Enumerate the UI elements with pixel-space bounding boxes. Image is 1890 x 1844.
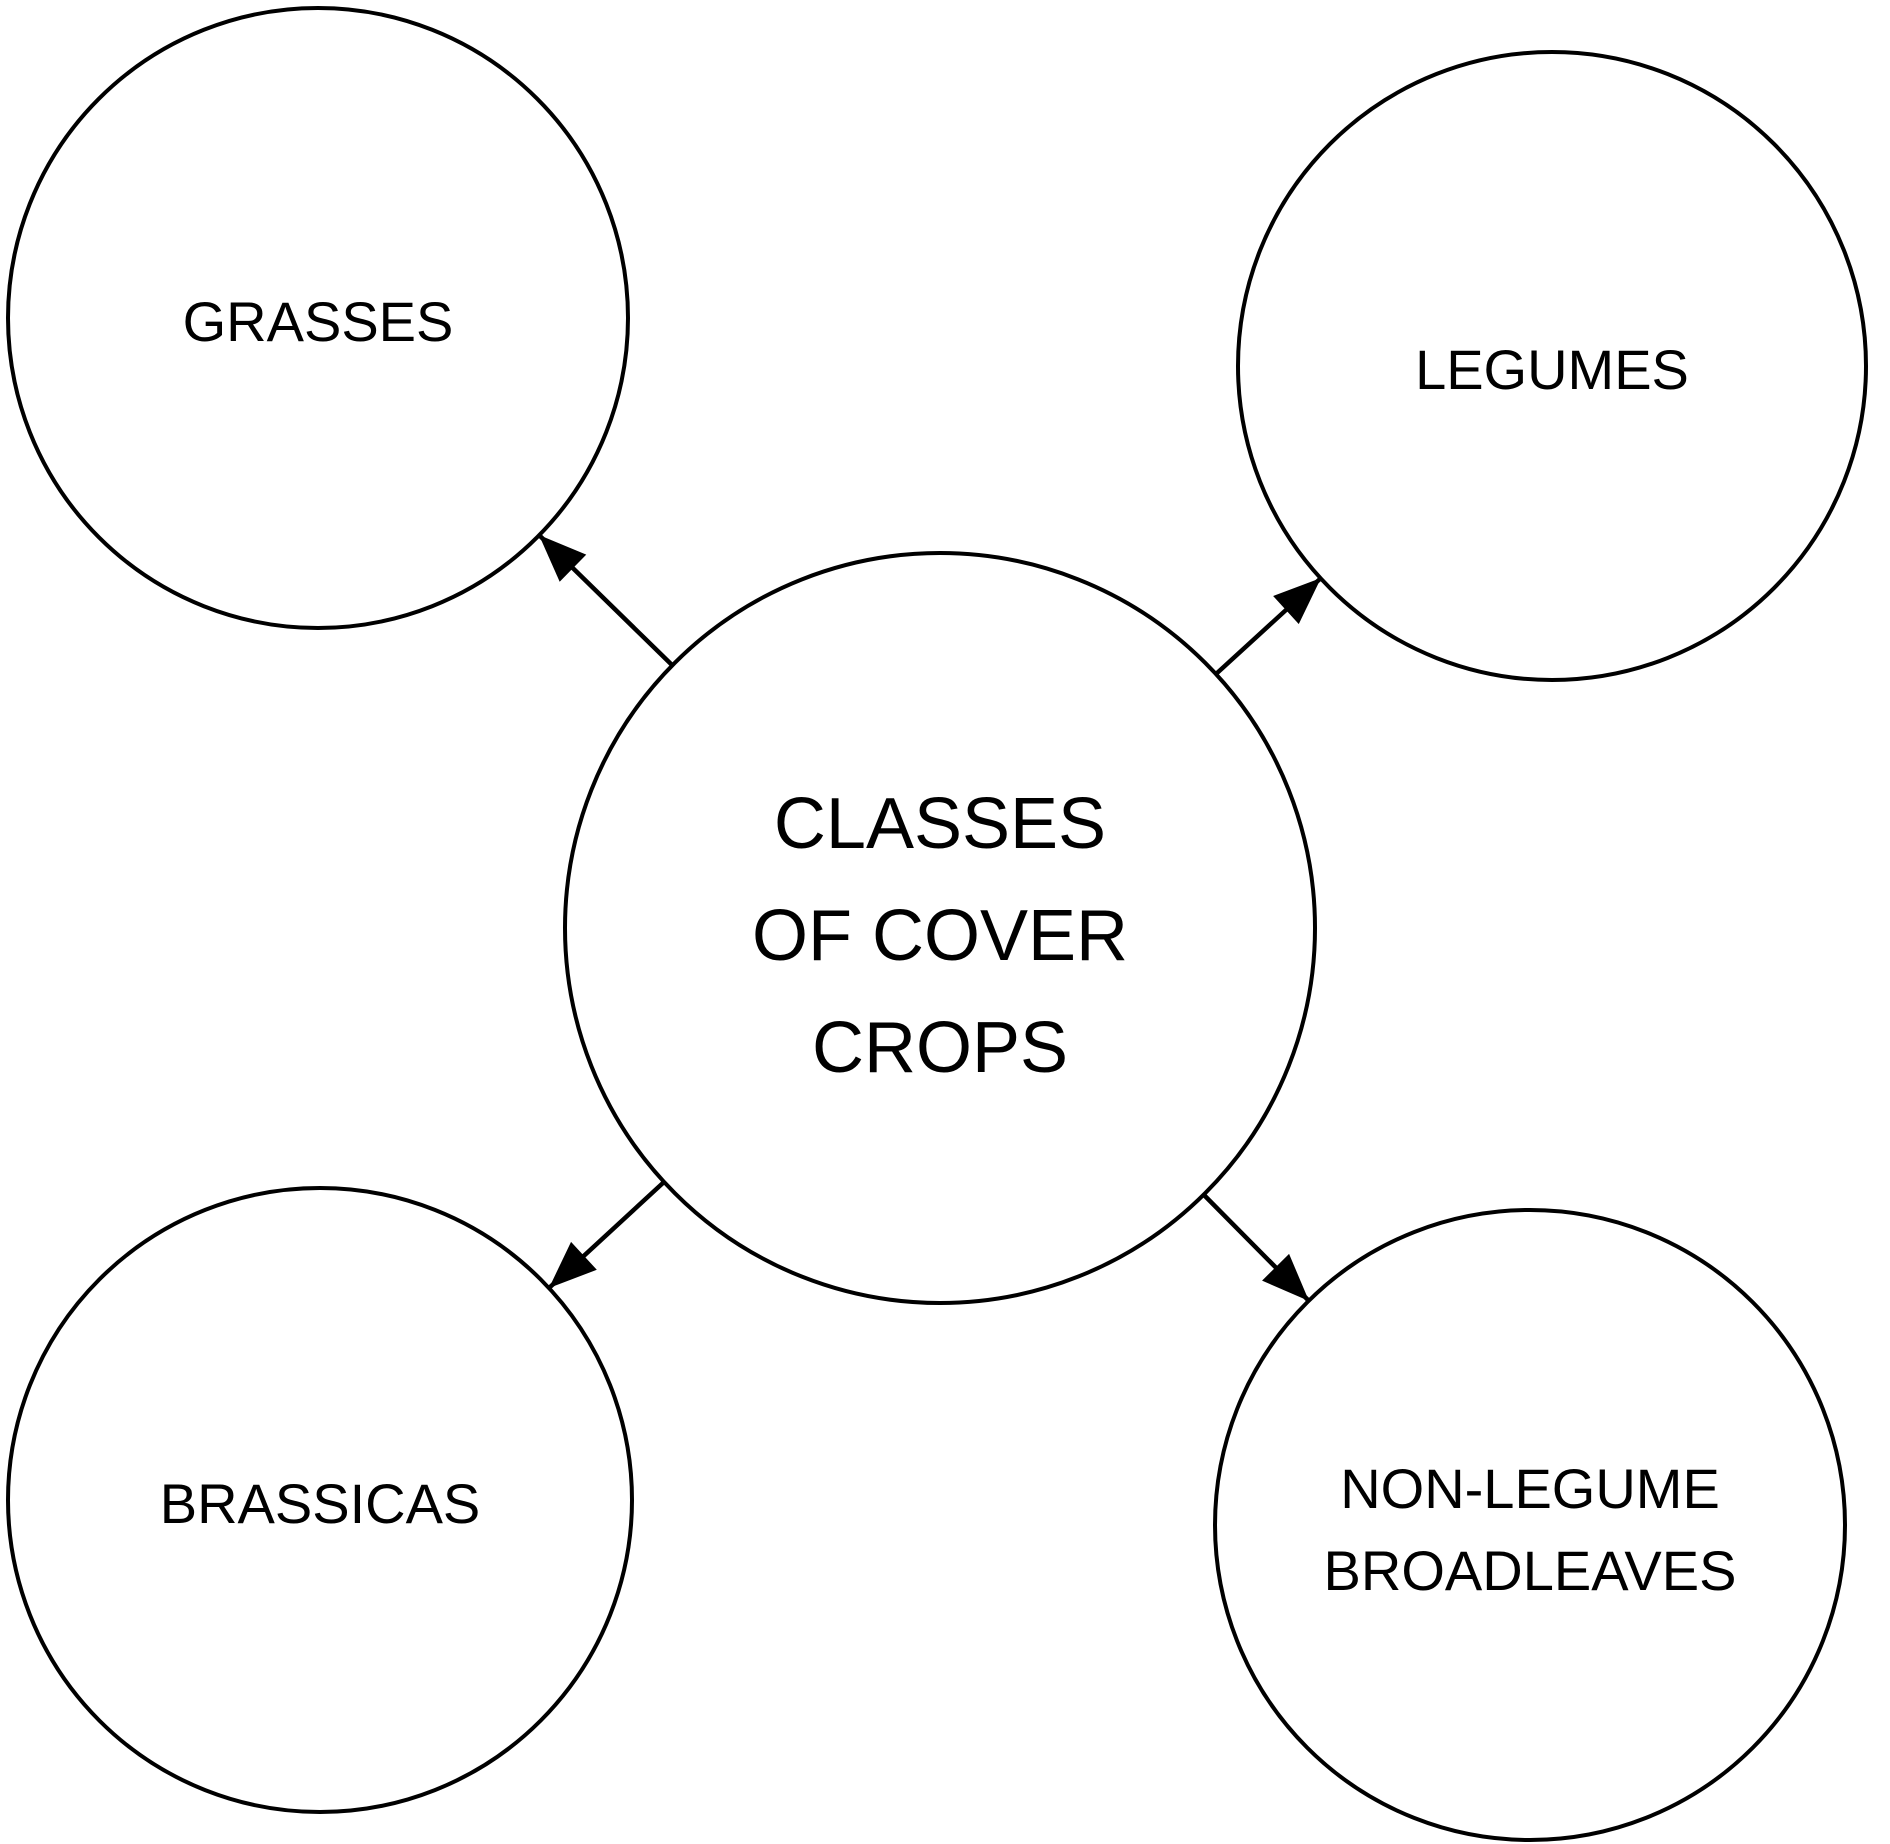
non-legume-broadleaves-label-line1: NON-LEGUME [1340, 1457, 1720, 1520]
grasses-label: GRASSES [183, 290, 454, 353]
node-grasses: GRASSES [6, 6, 630, 630]
edge-center-to-non-legume-broadleaves [1202, 1193, 1311, 1303]
node-brassicas: BRASSICAS [6, 1186, 634, 1814]
edge-center-to-grasses [537, 533, 674, 667]
edge-center-to-legumes [1214, 576, 1323, 676]
legumes-label: LEGUMES [1415, 338, 1689, 401]
grasses-circle [6, 6, 630, 630]
center-label-line2: OF COVER [752, 896, 1128, 976]
legumes-circle [1236, 50, 1868, 682]
classes-of-cover-crops-circle [563, 551, 1317, 1305]
diagram-edges [537, 533, 1323, 1303]
non-legume-broadleaves-label-line2: BROADLEAVES [1324, 1539, 1737, 1602]
non-legume-broadleaves-circle [1213, 1208, 1847, 1842]
node-classes-of-cover-crops: CLASSES OF COVER CROPS [563, 551, 1317, 1305]
center-label-line3: CROPS [812, 1008, 1068, 1088]
center-label-line1: CLASSES [774, 784, 1106, 864]
node-non-legume-broadleaves: NON-LEGUME BROADLEAVES [1213, 1208, 1847, 1842]
node-legumes: LEGUMES [1236, 50, 1868, 682]
brassicas-circle [6, 1186, 634, 1814]
edge-center-to-brassicas [547, 1180, 666, 1290]
brassicas-label: BRASSICAS [160, 1472, 481, 1535]
